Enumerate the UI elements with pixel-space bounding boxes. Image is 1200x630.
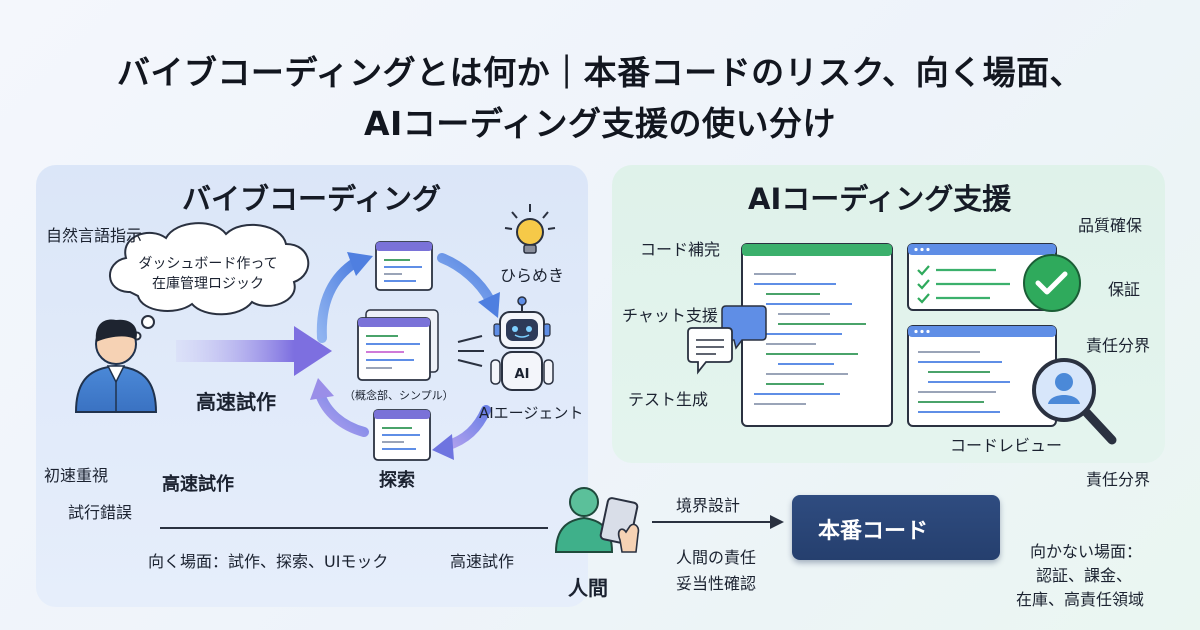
responsibility-outside-label: 責任分界 [1086, 470, 1151, 489]
trial-error-label: 試行錯誤 [68, 503, 133, 522]
page-title-line-2: AIコーディング支援の使い分け [363, 104, 836, 143]
production-code-box [792, 495, 1000, 560]
unsuited-line-2-label: 在庫、高責任領域 [1016, 590, 1145, 609]
ai-agent-label: AIエージェント [479, 404, 584, 422]
check-icon [1023, 254, 1081, 312]
suited-scenes-label: 向く場面：試作、探索、UIモック [148, 552, 389, 571]
explore-label: 探索 [379, 470, 415, 491]
inspiration-label: ひらめき [500, 266, 565, 285]
code-window-top-icon [375, 241, 433, 291]
guarantee-label: 保証 [1108, 280, 1141, 299]
vibe-coding-heading: バイブコーディング [182, 182, 441, 216]
concept-note-label: （概念部、シンプル） [344, 389, 454, 402]
magnifier-icon [1032, 358, 1117, 445]
fast-prototype-3-label: 高速試作 [450, 552, 515, 571]
speed-first-label: 初速重視 [44, 466, 109, 485]
quality-label: 品質確保 [1078, 216, 1143, 235]
natural-language-label: 自然言語指示 [46, 226, 143, 245]
cloud-text: ダッシュボード作って 在庫管理ロジック [124, 254, 292, 294]
thought-cloud-icon [109, 222, 310, 341]
page-title-line-1: バイブコーディングとは何か｜本番コードのリスク、向く場面、 [116, 53, 1084, 92]
cloud-line-1: ダッシュボード作って [138, 256, 278, 272]
unsuited-line-1-label: 認証、課金、 [1036, 566, 1133, 585]
to-production-arrow [652, 515, 784, 529]
cycle-arrows [310, 252, 500, 460]
validity-check-label: 妥当性確認 [676, 574, 757, 593]
test-generation-label: テスト生成 [628, 390, 709, 409]
editor-window-icon [741, 243, 893, 427]
fast-prototype-2-label: 高速試作 [162, 474, 234, 495]
chat-bubble-icon [687, 305, 767, 375]
cloud-line-2: 在庫管理ロジック [152, 276, 264, 292]
review-window-icon [907, 325, 1057, 427]
code-completion-label: コード補完 [640, 240, 721, 259]
instruction-arrow [176, 326, 332, 376]
human-label: 人間 [568, 576, 608, 600]
code-window-stack-icon [357, 309, 439, 381]
human-responsibility-label: 人間の責任 [676, 548, 757, 567]
lightbulb-icon [504, 204, 556, 254]
ai-assist-heading: AIコーディング支援 [748, 182, 1012, 216]
human-with-tablet-icon [554, 487, 640, 553]
code-review-label: コードレビュー [950, 436, 1063, 455]
robot-icon: AI [490, 296, 554, 391]
production-code-label: 本番コード [818, 519, 929, 544]
robot-badge-text: AI [515, 367, 530, 382]
fast-prototype-main-label: 高速試作 [196, 390, 276, 414]
checklist-window-icon [907, 243, 1057, 311]
motion-lines [457, 335, 484, 367]
code-window-bottom-icon [373, 409, 431, 461]
unsuited-title-label: 向かない場面： [1030, 542, 1143, 561]
boundary-design-label: 境界設計 [676, 496, 741, 515]
responsibility-label: 責任分界 [1086, 336, 1151, 355]
person-icon [74, 319, 158, 413]
chat-support-label: チャット支援 [622, 306, 718, 325]
